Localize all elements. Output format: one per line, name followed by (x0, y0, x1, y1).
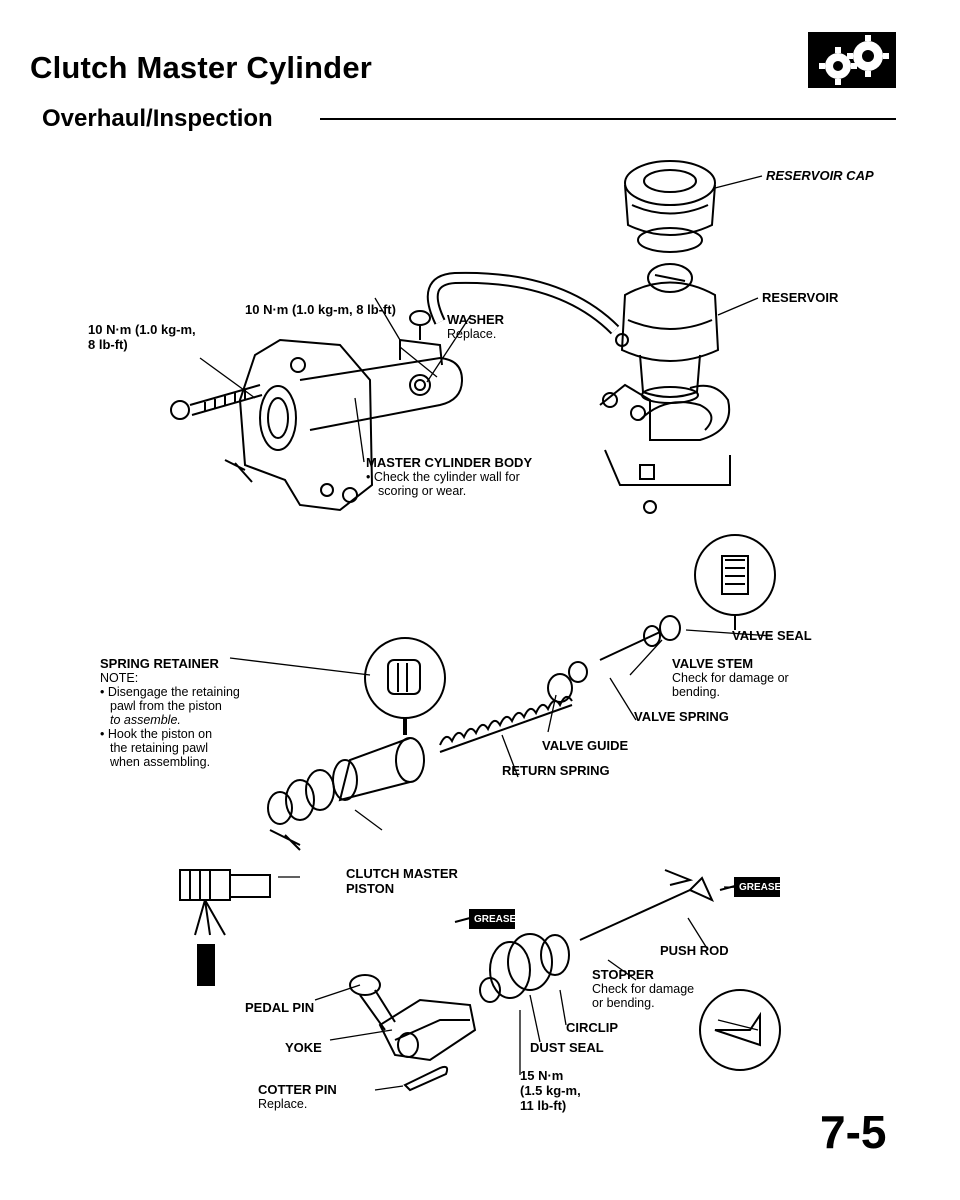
return-spring-drawing (439, 695, 573, 753)
cylinder-body-drawing (299, 325, 464, 431)
label-return-spring: RETURN SPRING (502, 763, 610, 778)
label-valve-seal: VALVE SEAL (732, 628, 812, 643)
label-valve-guide: VALVE GUIDE (542, 738, 629, 753)
push-rod-drawing (579, 869, 715, 941)
label-torque-bottom-1: 15 N·m (520, 1068, 564, 1083)
page-title: Clutch Master Cylinder (30, 50, 373, 85)
label-body-note-1: • Check the cylinder wall for (366, 470, 520, 484)
washer-drawing (409, 310, 431, 326)
page-number: 7-5 (820, 1106, 887, 1158)
label-cotter-pin: COTTER PIN (258, 1082, 337, 1097)
gear-tools-icon (808, 32, 896, 88)
label-torque-bottom-3: 11 lb-ft) (520, 1098, 567, 1113)
label-washer-note: Replace. (447, 327, 497, 341)
yoke-drawing (378, 998, 477, 1062)
label-spring-retainer: SPRING RETAINER (100, 656, 219, 671)
label-yoke: YOKE (285, 1040, 322, 1055)
valve-stem-drawing (568, 615, 681, 683)
label-torque-left: 10 N·m (1.0 kg-m, (88, 322, 196, 337)
reservoir-cap-drawing (624, 160, 716, 253)
spring-retainer-detail-drawing (364, 637, 446, 735)
pedal-pin-drawing (349, 974, 396, 1031)
label-torque-top: 10 N·m (1.0 kg-m, 8 lb-ft) (245, 302, 396, 317)
label-sr-note-3: to assemble. (110, 713, 181, 727)
header-rule (320, 118, 896, 120)
label-reservoir: RESERVOIR (762, 290, 839, 305)
dust-seal-drawing (479, 933, 570, 1003)
label-body-note-2: scoring or wear. (378, 484, 467, 498)
stopper-detail-drawing (699, 989, 781, 1071)
label-sr-note-6: when assembling. (110, 755, 211, 769)
valve-seal-detail-drawing (694, 534, 776, 630)
piston-side-view-drawing (179, 869, 271, 986)
label-piston: PISTON (346, 881, 395, 896)
flange-plate-drawing (238, 338, 374, 512)
label-sr-note-5: the retaining pawl (110, 741, 208, 755)
label-valve-stem-note-2: bending. (672, 685, 720, 699)
label-circlip: CIRCLIP (566, 1020, 618, 1035)
label-torque-left-2: 8 lb-ft) (88, 337, 128, 352)
label-sr-note-4: • Hook the piston on (100, 727, 213, 741)
label-washer: WASHER (447, 312, 505, 327)
piston-drawing (267, 737, 425, 851)
reservoir-bracket-drawing (599, 383, 731, 514)
label-stopper: STOPPER (592, 967, 654, 982)
label-valve-stem-note-1: Check for damage or (672, 671, 789, 685)
label-clutch-master-piston: CLUTCH MASTER (346, 866, 458, 881)
grease-tube-icon (719, 877, 780, 897)
valve-guide-drawing (547, 673, 573, 703)
label-stopper-note-2: or bending. (592, 996, 655, 1010)
label-valve-spring: VALVE SPRING (634, 709, 729, 724)
label-dust-seal: DUST SEAL (530, 1040, 604, 1055)
grease-label: GREASE (739, 882, 782, 893)
label-stopper-note-1: Check for damage (592, 982, 695, 996)
label-pedal-pin: PEDAL PIN (245, 1000, 315, 1015)
label-sr-note-1: • Disengage the retaining (100, 685, 240, 699)
label-reservoir-cap: RESERVOIR CAP (766, 168, 874, 183)
label-sr-note-2: pawl from the piston (110, 699, 222, 713)
label-cotter-note: Replace. (258, 1097, 308, 1111)
reservoir-drawing (620, 263, 720, 404)
label-torque-bottom-2: (1.5 kg-m, (520, 1083, 581, 1098)
label-sr-note-0: NOTE: (100, 671, 139, 685)
label-valve-stem: VALVE STEM (672, 656, 754, 671)
label-master-cylinder-body: MASTER CYLINDER BODY (366, 455, 533, 470)
section-subtitle: Overhaul/Inspection (42, 105, 273, 132)
mounting-bolt-drawing (170, 384, 263, 420)
grease-tube-icon (454, 909, 515, 929)
label-push-rod: PUSH ROD (660, 943, 729, 958)
cotter-pin-drawing (403, 1065, 449, 1092)
grease-label: GREASE (474, 914, 517, 925)
